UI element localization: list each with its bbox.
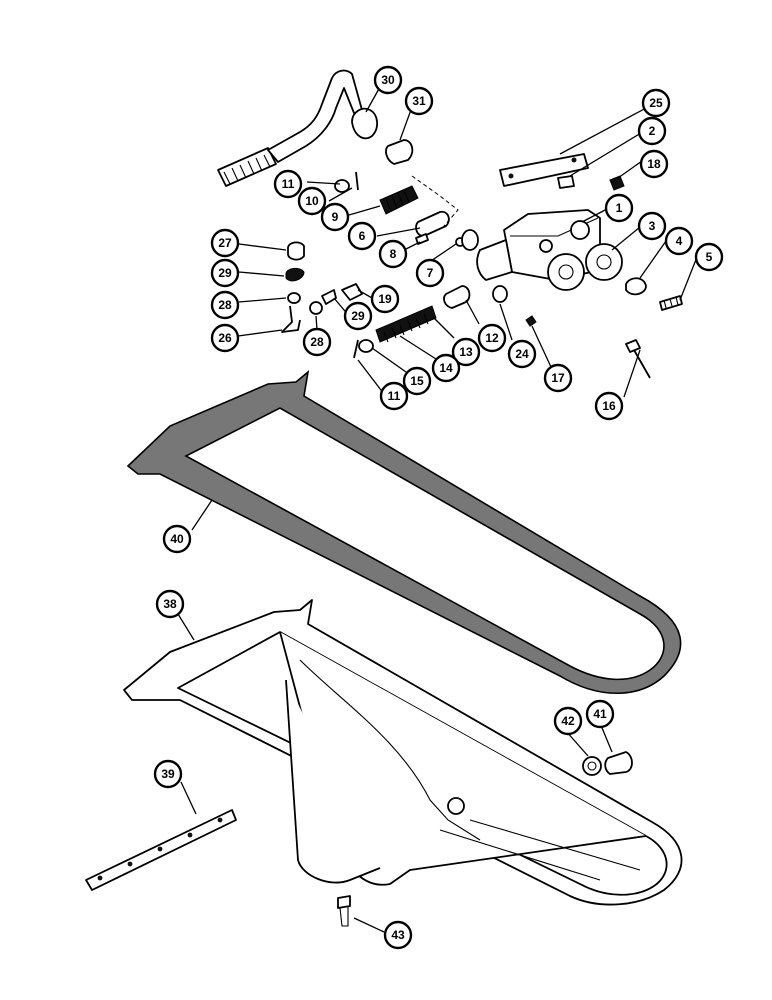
- callout-24: 24: [507, 339, 537, 369]
- callout-4: 4: [664, 226, 694, 256]
- callout-41: 41: [585, 699, 615, 729]
- callout-12: 12: [477, 323, 507, 353]
- svg-text:30: 30: [381, 73, 395, 87]
- callout-15: 15: [402, 366, 432, 396]
- svg-text:28: 28: [310, 335, 324, 349]
- svg-text:39: 39: [161, 767, 175, 781]
- callout-11: 11: [273, 169, 303, 199]
- callout-38: 38: [155, 589, 185, 619]
- svg-text:40: 40: [170, 532, 184, 546]
- svg-text:43: 43: [391, 928, 405, 942]
- callout-43: 43: [383, 920, 413, 950]
- svg-text:19: 19: [378, 292, 392, 306]
- callout-28: 28: [302, 327, 332, 357]
- callout-30: 30: [373, 65, 403, 95]
- callout-39: 39: [153, 759, 183, 789]
- svg-text:41: 41: [593, 707, 607, 721]
- svg-text:29: 29: [218, 266, 232, 280]
- callout-5: 5: [694, 242, 724, 272]
- callout-17: 17: [543, 363, 573, 393]
- svg-text:24: 24: [515, 347, 529, 361]
- svg-text:42: 42: [561, 714, 575, 728]
- callout-16: 16: [594, 391, 624, 421]
- pump-gears: [547, 243, 623, 291]
- callout-10: 10: [297, 186, 327, 216]
- svg-text:6: 6: [359, 229, 366, 243]
- left-fittings: [281, 241, 363, 333]
- callout-40: 40: [162, 524, 192, 554]
- svg-text:13: 13: [459, 345, 473, 359]
- svg-text:9: 9: [332, 210, 339, 224]
- svg-text:16: 16: [602, 399, 616, 413]
- callout-6: 6: [347, 221, 377, 251]
- oil-suction-tube: [217, 69, 378, 187]
- svg-text:4: 4: [676, 234, 683, 248]
- callout-27: 27: [210, 228, 240, 258]
- callout-8: 8: [378, 239, 408, 269]
- callout-9: 9: [320, 202, 350, 232]
- callout-13: 13: [451, 337, 481, 367]
- callout-25: 25: [641, 88, 671, 118]
- svg-text:28: 28: [218, 298, 232, 312]
- callout-29: 29: [343, 301, 373, 331]
- drain-washer: [582, 756, 602, 776]
- callout-31: 31: [404, 86, 434, 116]
- svg-text:3: 3: [649, 219, 656, 233]
- svg-text:11: 11: [282, 177, 295, 191]
- svg-text:26: 26: [218, 331, 232, 345]
- svg-text:25: 25: [649, 96, 663, 110]
- oil-pan-gasket: [126, 370, 682, 694]
- svg-text:29: 29: [351, 309, 365, 323]
- callout-19: 19: [370, 284, 400, 314]
- callout-26: 26: [210, 323, 240, 353]
- svg-text:5: 5: [706, 250, 713, 264]
- oil-pan: [123, 599, 683, 906]
- callout-2: 2: [637, 116, 667, 146]
- callout-28: 28: [210, 290, 240, 320]
- svg-text:7: 7: [427, 266, 434, 280]
- svg-text:10: 10: [305, 194, 319, 208]
- svg-text:27: 27: [218, 236, 232, 250]
- svg-text:38: 38: [163, 597, 177, 611]
- callout-42: 42: [553, 706, 583, 736]
- svg-text:12: 12: [485, 331, 499, 345]
- strip-39: [85, 809, 237, 891]
- svg-text:8: 8: [390, 247, 397, 261]
- pan-bolt: [337, 895, 351, 927]
- svg-text:2: 2: [649, 124, 656, 138]
- callout-29: 29: [210, 258, 240, 288]
- pump-small-parts: [499, 153, 683, 379]
- svg-text:14: 14: [439, 361, 453, 375]
- svg-text:18: 18: [647, 157, 661, 171]
- callout-18: 18: [639, 149, 669, 179]
- svg-text:1: 1: [616, 201, 623, 215]
- leader-lines: [177, 86, 698, 933]
- callout-14: 14: [431, 353, 461, 383]
- regulator-parts: [353, 285, 508, 359]
- callout-7: 7: [415, 258, 445, 288]
- relief-valve-cap: [385, 139, 414, 165]
- svg-text:17: 17: [551, 371, 565, 385]
- callout-3: 3: [637, 211, 667, 241]
- svg-text:15: 15: [410, 374, 424, 388]
- callout-1: 1: [604, 193, 634, 223]
- drain-plug: [604, 751, 633, 775]
- svg-text:31: 31: [412, 94, 426, 108]
- callout-11: 11: [379, 381, 409, 411]
- svg-text:11: 11: [388, 389, 401, 403]
